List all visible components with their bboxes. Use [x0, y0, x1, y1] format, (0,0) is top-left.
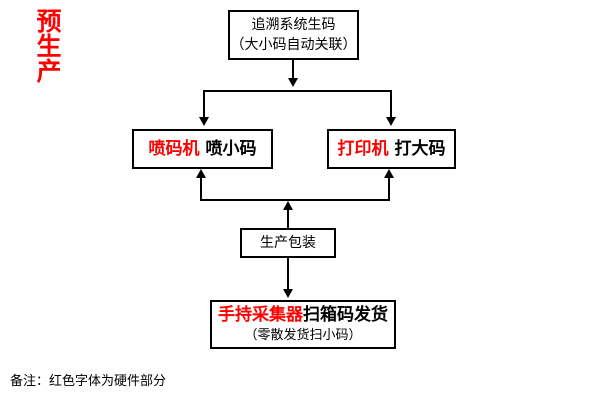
node-inkjet-action-label: 喷小码 [199, 139, 257, 159]
arrow-inkjet-up-icon [196, 169, 206, 178]
connector-merge-left-rise [200, 178, 202, 201]
section-title-preproduction: 预生产 [33, 8, 62, 83]
connector-split-left-drop [203, 90, 205, 117]
node-printer-action-label: 打大码 [388, 139, 446, 159]
node-label-printer-large-code[interactable]: 打印机 打大码 [327, 129, 456, 169]
arrow-printer-up-icon [384, 169, 394, 178]
arrow-packaging-up-icon [283, 201, 293, 210]
footnote-legend: 备注：红色字体为硬件部分 [10, 374, 167, 389]
node-origin-line2: （大小码自动关联） [230, 37, 357, 53]
arrow-inkjet-down-icon [199, 117, 209, 126]
connector-origin-stem [292, 60, 294, 80]
node-origin-line1: 追溯系统生码 [251, 17, 336, 33]
connector-merge-bar-bottom [200, 199, 390, 201]
node-inkjet-printer-small-code[interactable]: 喷码机 喷小码 [132, 129, 273, 169]
connector-merge-right-rise [388, 178, 390, 201]
node-handheld-scanner-shipping[interactable]: 手持采集器扫箱码发货 （零散发货扫小码） [210, 300, 396, 349]
node-inkjet-hardware-label: 喷码机 [148, 139, 200, 159]
node-traceability-code-generation[interactable]: 追溯系统生码 （大小码自动关联） [228, 10, 359, 60]
arrow-shipping-down-icon [283, 289, 293, 298]
node-shipping-line2: （零散发货扫小码） [244, 327, 362, 343]
arrow-printer-down-icon [386, 117, 396, 126]
node-shipping-hardware-label: 手持采集器 [218, 304, 303, 325]
arrow-origin-down-icon [288, 78, 298, 87]
node-packaging-label: 生产包装 [260, 235, 316, 251]
node-shipping-action-label: 扫箱码发货 [303, 304, 388, 325]
node-production-packaging[interactable]: 生产包装 [240, 228, 336, 258]
connector-split-bar-top [203, 90, 392, 92]
connector-packaging-to-shipping [287, 258, 289, 291]
connector-packaging-up-stem [287, 210, 289, 228]
connector-split-right-drop [390, 90, 392, 117]
node-printer-hardware-label: 打印机 [337, 139, 389, 159]
